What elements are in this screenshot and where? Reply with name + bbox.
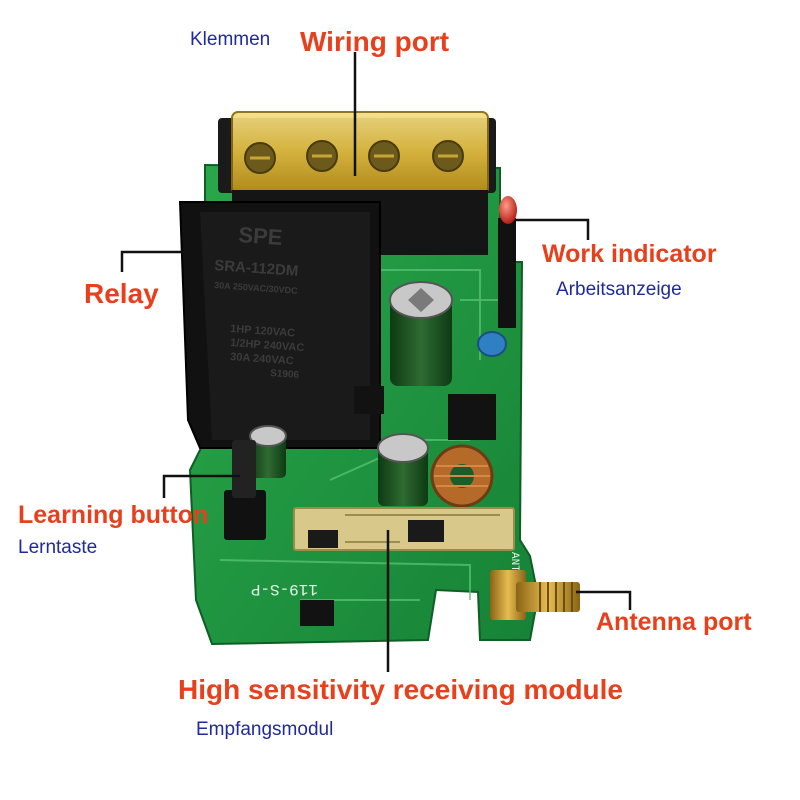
learning-button-component [224, 440, 266, 540]
label-wiring-port-en: Wiring port [300, 26, 450, 57]
antenna-sma-connector [490, 570, 580, 620]
relay-amp: 30A 240VAC [230, 351, 294, 367]
relay-hp-120: 1HP 120VAC [230, 323, 296, 340]
ceramic-capacitor [477, 331, 507, 357]
callout-antenna-port [576, 590, 632, 610]
receiving-module-component [293, 507, 515, 551]
capacitor-small [377, 433, 429, 506]
toroid-inductor [430, 444, 494, 508]
label-work-indicator-en: Work indicator [542, 240, 717, 268]
pcb-ant-text: ANT [508, 552, 520, 572]
label-receiving-module-en: High sensitivity receiving module [178, 674, 624, 705]
label-receiving-module-de: Empfangsmodul [196, 719, 334, 740]
transistor [354, 386, 384, 414]
label-learning-button-de: Lerntaste [18, 537, 98, 558]
relay-code: S1906 [270, 368, 300, 381]
relay-hp-240: 1/2HP 240VAC [230, 337, 305, 354]
label-antenna-port-en: Antenna port [596, 608, 752, 636]
capacitor-large [389, 281, 453, 386]
smd-chip [300, 600, 334, 626]
led-work-indicator [498, 196, 517, 328]
relay-brand: SPE [238, 222, 284, 250]
label-learning-button-en: Learning button [18, 501, 209, 529]
callout-learning-button [162, 474, 240, 498]
label-work-indicator-de: Arbeitsanzeige [556, 279, 682, 300]
label-relay-en: Relay [84, 278, 159, 309]
capacitor-learning [249, 425, 287, 478]
relay-model: SRA-112DM [214, 257, 299, 280]
label-wiring-port-de: Klemmen [190, 29, 271, 50]
pcb-model-text: 119-S-P [251, 580, 318, 598]
ic-chip [448, 394, 496, 440]
callout-lines [120, 52, 632, 672]
callout-relay [120, 250, 186, 272]
relay-component [178, 201, 381, 449]
callout-work-indicator [516, 218, 590, 240]
